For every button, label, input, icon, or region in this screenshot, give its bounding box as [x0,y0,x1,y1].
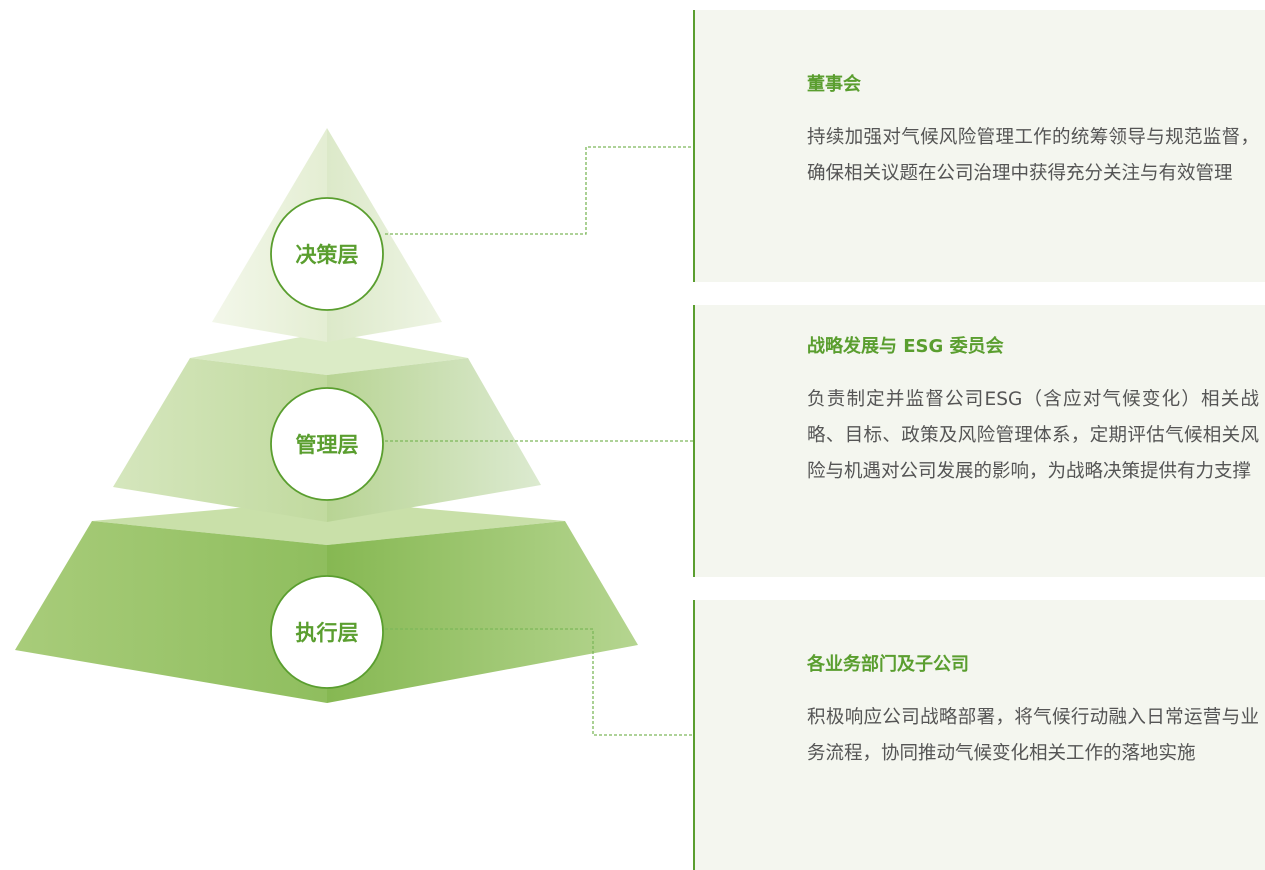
management-tier-top-face [190,332,468,375]
execution-tier-top-face [92,500,565,545]
board-panel-title: 董事会 [807,74,861,95]
execution-connector-line [385,628,693,736]
decision-label-badge: 决策层 [270,197,384,311]
execution-tier-right-face [327,521,638,703]
management-label-badge: 管理层 [270,387,384,501]
decision-tier-label: 决策层 [296,243,359,267]
execution-label-badge: 执行层 [270,575,384,689]
committee-panel: 战略发展与 ESG 委员会 负责制定并监督公司ESG（含应对气候变化）相关战略、… [693,305,1265,577]
execution-tier-left-face [15,521,327,703]
committee-panel-description: 负责制定并监督公司ESG（含应对气候变化）相关战略、目标、政策及风险管理体系，定… [807,389,1259,482]
departments-panel: 各业务部门及子公司 积极响应公司战略部署，将气候行动融入日常运营与业务流程，协同… [693,600,1265,870]
management-tier-label: 管理层 [296,433,359,457]
execution-tier [15,500,638,703]
execution-tier-label: 执行层 [296,621,359,645]
board-panel-description: 持续加强对气候风险管理工作的统筹领导与规范监督，确保相关议题在公司治理中获得充分… [807,127,1259,184]
committee-panel-title: 战略发展与 ESG 委员会 [807,336,1004,357]
pyramid-diagram: 决策层 管理层 执行层 [15,128,693,736]
management-tier-left-face [113,358,327,522]
management-tier-right-face [327,358,541,522]
decision-connector-line [385,146,693,235]
management-tier [113,332,541,522]
board-panel: 董事会 持续加强对气候风险管理工作的统筹领导与规范监督，确保相关议题在公司治理中… [693,10,1265,282]
departments-panel-title: 各业务部门及子公司 [807,654,969,675]
departments-panel-description: 积极响应公司战略部署，将气候行动融入日常运营与业务流程，协同推动气候变化相关工作… [807,707,1259,764]
